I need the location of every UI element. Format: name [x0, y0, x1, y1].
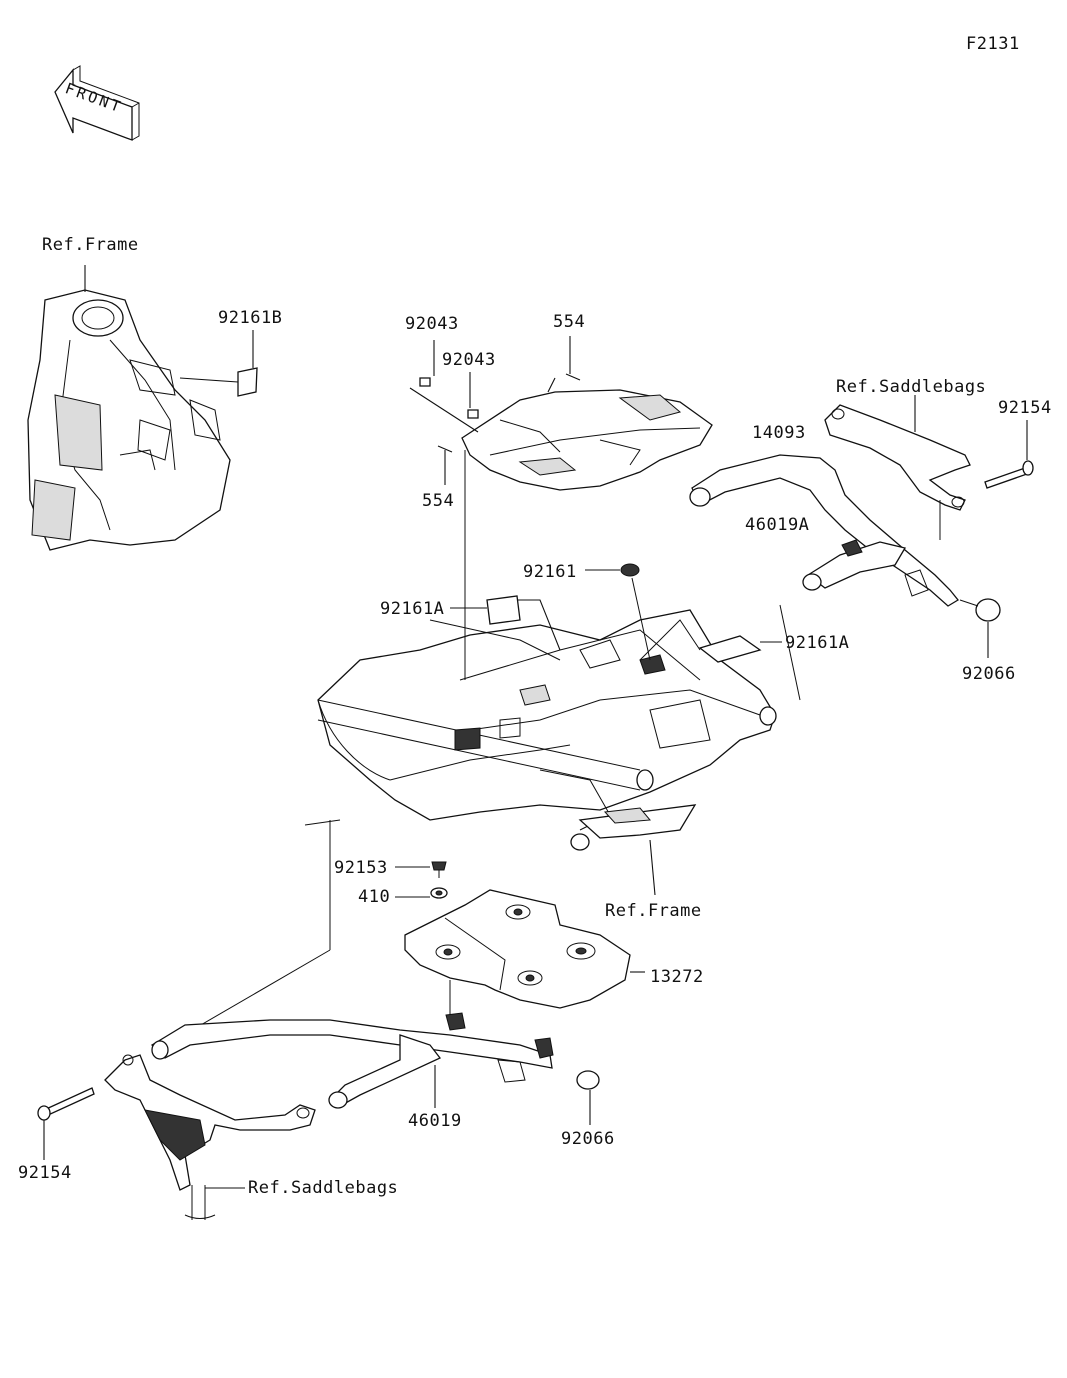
part-46019A-rail	[689, 454, 959, 607]
part-92154-bolt-right	[984, 420, 1034, 489]
label-92161B: 92161B	[218, 308, 283, 328]
front-arrow-icon	[54, 65, 140, 141]
label-ref-frame-bottom: Ref.Frame	[605, 901, 702, 921]
label-ref-frame-top: Ref.Frame	[42, 235, 139, 255]
label-46019A: 46019A	[745, 515, 810, 535]
label-ref-saddlebags-bottom: Ref.Saddlebags	[248, 1178, 399, 1198]
label-14093: 14093	[752, 423, 806, 443]
label-92154-left: 92154	[18, 1163, 72, 1183]
part-92161-grommet	[585, 563, 651, 661]
part-92066-cap-right	[959, 598, 1001, 658]
frame-detail-illustration	[27, 265, 231, 551]
part-92043-pins	[409, 340, 479, 433]
saddlebag-bracket-right	[824, 395, 971, 540]
part-92161B-pad	[179, 330, 258, 397]
label-92043-b: 92043	[442, 350, 496, 370]
saddlebag-bracket-bottom	[104, 1054, 316, 1220]
label-13272: 13272	[650, 967, 704, 987]
label-ref-saddlebags-right: Ref.Saddlebags	[836, 377, 987, 397]
label-554-left: 554	[422, 491, 455, 511]
label-92161A-right: 92161A	[785, 633, 850, 653]
label-92066-right: 92066	[962, 664, 1016, 684]
part-13272-plate	[404, 889, 645, 1015]
label-410: 410	[358, 887, 391, 907]
part-92161A-pads	[450, 595, 782, 663]
main-frame-illustration	[317, 609, 777, 851]
label-92043-a: 92043	[405, 314, 459, 334]
part-14093-cover	[461, 389, 713, 491]
label-92154-right: 92154	[998, 398, 1052, 418]
figure-id-label: F2131	[966, 34, 1020, 54]
part-410-washer	[395, 887, 448, 899]
label-92066-bottom: 92066	[561, 1129, 615, 1149]
label-92161: 92161	[523, 562, 577, 582]
part-554-clips	[437, 336, 581, 485]
part-46019-rail	[150, 1012, 554, 1109]
part-92066-cap-bottom	[576, 1070, 600, 1125]
part-92153-screw	[395, 861, 447, 878]
label-46019: 46019	[408, 1111, 462, 1131]
label-554-top: 554	[553, 312, 586, 332]
part-92154-bolt-left	[37, 1087, 95, 1160]
label-92161A-left: 92161A	[380, 599, 445, 619]
label-92153: 92153	[334, 858, 388, 878]
